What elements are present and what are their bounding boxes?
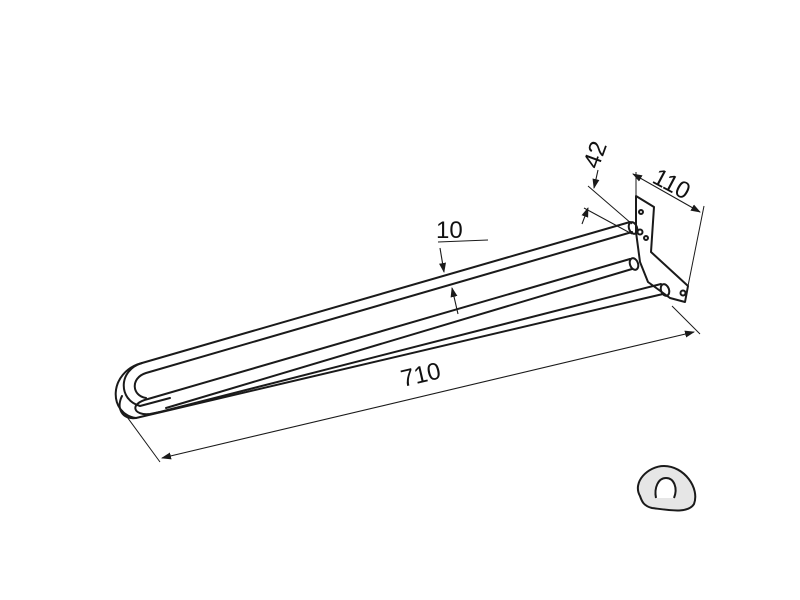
- dimension-line-710: [161, 330, 695, 460]
- rod-end-caps: [627, 221, 671, 297]
- extension-line: [583, 207, 633, 235]
- hairpin-rods: [114, 221, 664, 420]
- dimension-arrow-42-top: [592, 169, 600, 189]
- dimension-length: 710: [121, 305, 701, 463]
- screw-hole: [638, 209, 644, 215]
- foot-cap: [637, 464, 697, 512]
- dimension-arrow-42-bottom: [581, 207, 589, 225]
- dimension-arrow-10-top: [439, 247, 446, 273]
- extension-line: [687, 205, 705, 287]
- dimension-rod-spacing: 42: [578, 138, 633, 235]
- dimension-label-10: 10: [436, 217, 463, 244]
- extension-line: [121, 409, 161, 463]
- u-bend-outer: [114, 362, 143, 419]
- extension-line: [437, 239, 489, 243]
- rod-middle-inner: [165, 268, 633, 409]
- rod-top-outer: [122, 221, 631, 407]
- rod-middle-outer: [134, 258, 631, 416]
- rod-top-inner: [133, 231, 633, 399]
- extension-line: [587, 185, 633, 225]
- extension-line: [671, 305, 701, 335]
- dimension-rod-diameter: 10: [436, 217, 489, 315]
- dimension-label-110: 110: [648, 163, 694, 205]
- dimension-arrow-10-bottom: [450, 287, 459, 315]
- dimension-label-42: 42: [578, 138, 613, 172]
- dimension-line-110: [632, 173, 701, 213]
- screw-hole: [679, 289, 687, 297]
- screw-hole: [643, 235, 649, 241]
- dimension-label-710: 710: [398, 358, 443, 393]
